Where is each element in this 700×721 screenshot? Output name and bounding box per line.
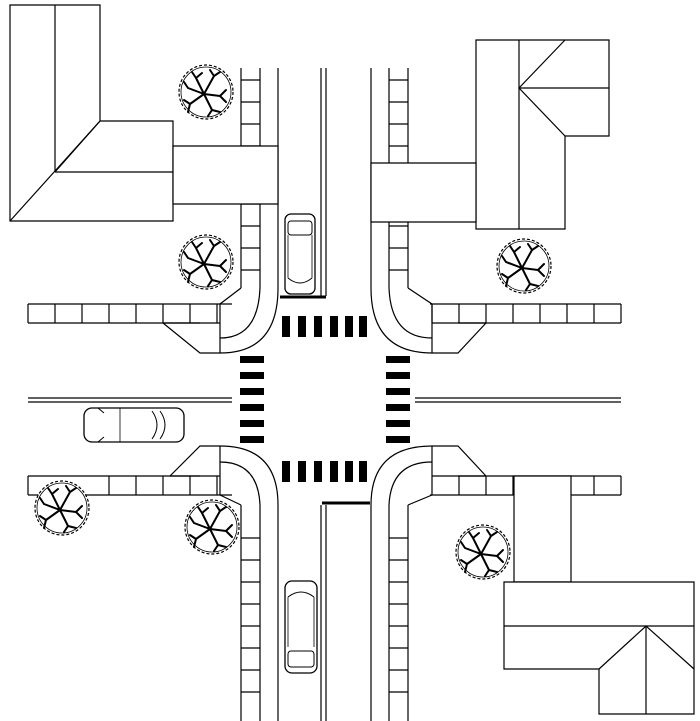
building-northeast — [370, 39, 610, 230]
sidewalk-southwest-vertical — [240, 505, 279, 721]
tree-icon — [496, 238, 552, 294]
curb-northeast — [370, 287, 487, 354]
tree-icon — [178, 64, 234, 120]
building-northwest — [9, 4, 279, 222]
road-markings — [28, 68, 621, 721]
sidewalk-southeast-vertical — [370, 505, 409, 721]
crosswalk-east — [386, 356, 410, 443]
car-icon — [284, 213, 316, 295]
tree-icon — [184, 499, 240, 555]
corner-curbs — [162, 287, 487, 506]
tree-icon — [34, 480, 90, 536]
crosswalk-north — [282, 316, 367, 337]
sidewalk-northwest-horizontal — [27, 303, 232, 324]
curb-southeast — [370, 445, 487, 506]
vehicles — [83, 213, 318, 674]
curb-southwest — [169, 445, 279, 506]
car-icon — [284, 580, 318, 674]
curb-northwest — [162, 287, 279, 354]
crosswalk-west — [240, 356, 264, 443]
tree-icon — [455, 524, 511, 580]
building-southeast — [503, 475, 695, 715]
tree-icon — [178, 234, 234, 290]
buildings — [9, 4, 695, 715]
crosswalk-south — [282, 461, 367, 482]
car-icon — [83, 407, 185, 443]
crosswalks — [240, 316, 410, 482]
sidewalk-northeast-horizontal — [430, 303, 622, 324]
